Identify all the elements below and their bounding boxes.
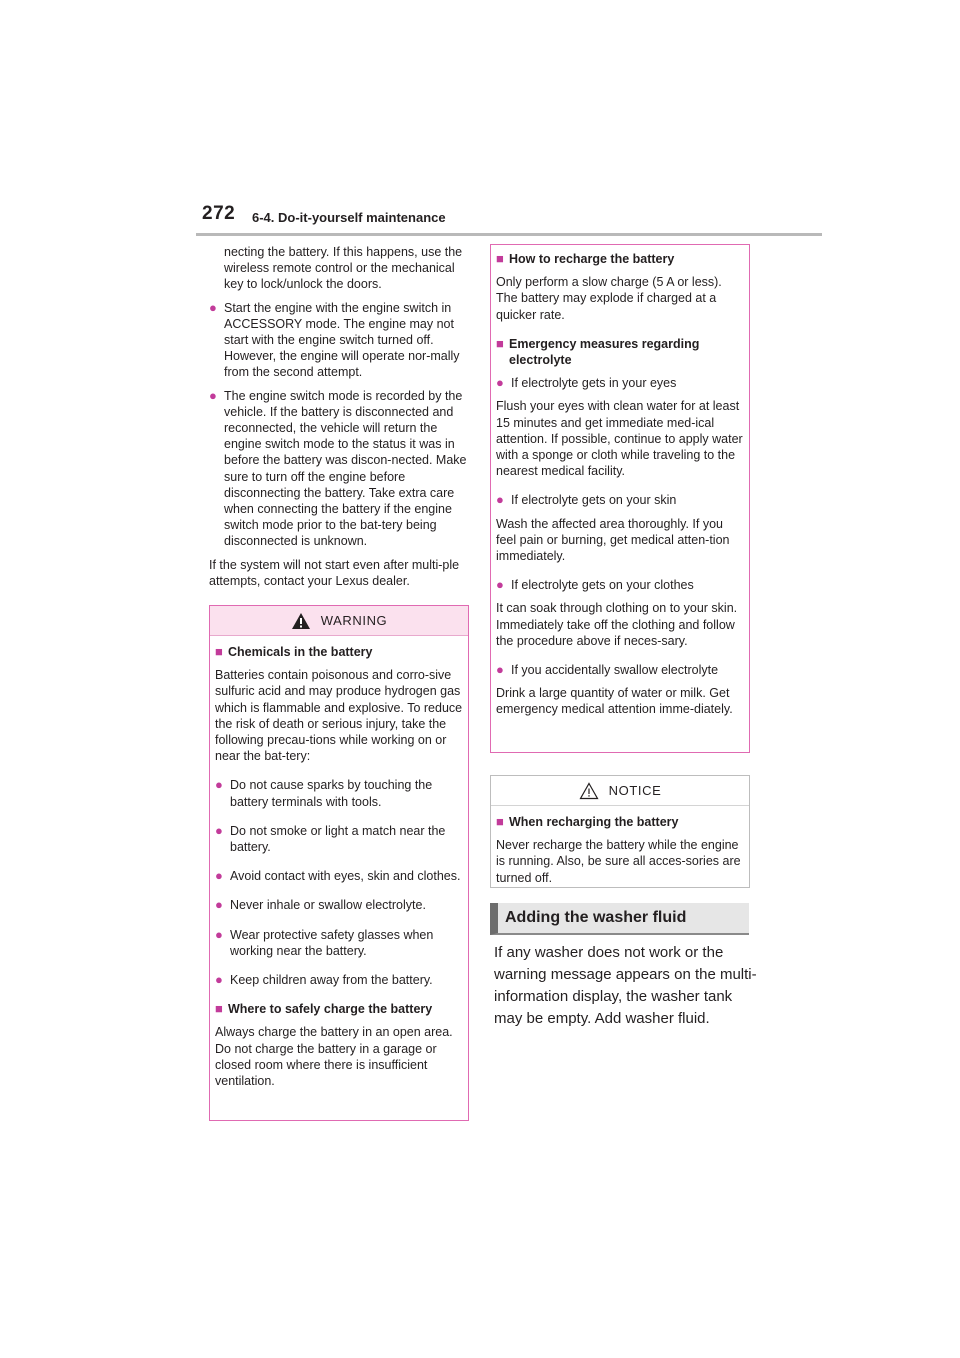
bullet-icon: ● — [209, 387, 217, 403]
paragraph: If the system will not start even after … — [209, 557, 460, 588]
list-item: ●If electrolyte gets on your skin — [496, 492, 677, 508]
square-bullet-icon: ■ — [496, 335, 504, 351]
section-heading-bar: Adding the washer fluid — [490, 903, 749, 935]
warning-text: Drink a large quantity of water or milk.… — [496, 686, 733, 717]
list-item: ●Wear protective safety glasses when wor… — [215, 926, 434, 958]
warning-text: Flush your eyes with clean water for at … — [496, 399, 743, 479]
caution-triangle-outline-icon — [579, 781, 599, 799]
notice-box: NOTICE ■ When recharging the battery Nev… — [490, 775, 750, 888]
bullet-icon: ● — [215, 868, 223, 884]
warning-text: It can soak through clothing on to your … — [496, 601, 738, 648]
list-item: ● The engine switch mode is recorded by … — [209, 388, 471, 550]
bullet-icon: ● — [496, 662, 504, 678]
square-bullet-icon: ■ — [496, 814, 504, 829]
square-bullet-icon: ■ — [215, 644, 223, 659]
notice-body: ■ When recharging the battery Never rech… — [491, 806, 749, 892]
warning-continued-body: ■ How to recharge the battery Only perfo… — [491, 245, 749, 724]
notice-title: NOTICE — [608, 783, 662, 798]
list-item: ●Do not smoke or light a match near the … — [215, 822, 446, 855]
list-item: ●Do not cause sparks by touching the bat… — [215, 777, 433, 809]
warning-continued-box: ■ How to recharge the battery Only perfo… — [490, 244, 750, 753]
header-divider — [196, 233, 822, 236]
bullet-icon: ● — [496, 492, 504, 508]
left-column: necting the battery. If this happens, us… — [209, 244, 471, 589]
bullet-icon: ● — [215, 822, 223, 838]
bullet-icon: ● — [209, 299, 217, 315]
warning-body: ■ Chemicals in the battery Batteries con… — [210, 636, 468, 1095]
bullet-text: Start the engine with the engine switch … — [224, 300, 460, 380]
bullet-icon: ● — [215, 972, 223, 988]
list-item: ●If you accidentally swallow electrolyte — [496, 662, 719, 678]
warning-title: WARNING — [320, 613, 388, 628]
list-item: ●Never inhale or swallow electrolyte. — [215, 897, 426, 913]
continued-text: necting the battery. If this happens, us… — [224, 245, 463, 292]
warning-heading: ■ Where to safely charge the battery — [215, 1001, 433, 1017]
warning-triangle-icon — [291, 612, 310, 629]
warning-box: WARNING ■ Chemicals in the battery Batte… — [209, 605, 469, 1121]
list-item: ●If electrolyte gets in your eyes — [496, 375, 677, 391]
notice-text: Never recharge the battery while the eng… — [496, 838, 741, 885]
warning-text: Batteries contain poisonous and corro-si… — [215, 668, 463, 764]
bullet-text: The engine switch mode is recorded by th… — [224, 388, 467, 549]
warning-text: Always charge the battery in an open are… — [215, 1025, 453, 1089]
warning-heading: ■ Emergency measures regarding electroly… — [496, 335, 700, 368]
square-bullet-icon: ■ — [215, 1001, 223, 1017]
page-number: 272 — [202, 203, 236, 224]
bullet-icon: ● — [496, 577, 504, 593]
bullet-icon: ● — [215, 926, 223, 942]
body-paragraph: If any washer does not work or the warni… — [494, 944, 757, 1027]
list-item: ●If electrolyte gets on your clothes — [496, 577, 694, 593]
bullet-icon: ● — [215, 897, 223, 913]
warning-heading: ■ How to recharge the battery — [496, 251, 675, 266]
list-item: ● Start the engine with the engine switc… — [209, 300, 471, 381]
list-item: ●Avoid contact with eyes, skin and cloth… — [215, 868, 461, 884]
warning-text: Only perform a slow charge (5 A or less)… — [496, 275, 722, 322]
warning-text: Wash the affected area thoroughly. If yo… — [496, 516, 730, 564]
list-item: ●Keep children away from the battery. — [215, 972, 433, 988]
warning-heading: ■ Chemicals in the battery — [215, 644, 373, 659]
bullet-icon: ● — [215, 777, 223, 793]
square-bullet-icon: ■ — [496, 251, 504, 266]
notice-heading: ■ When recharging the battery — [496, 814, 679, 829]
bullet-icon: ● — [496, 375, 504, 391]
section-title: 6-4. Do-it-yourself maintenance — [252, 210, 446, 225]
notice-header: NOTICE — [491, 776, 749, 806]
warning-header: WARNING — [210, 606, 468, 636]
section-heading: Adding the washer fluid — [505, 909, 687, 926]
